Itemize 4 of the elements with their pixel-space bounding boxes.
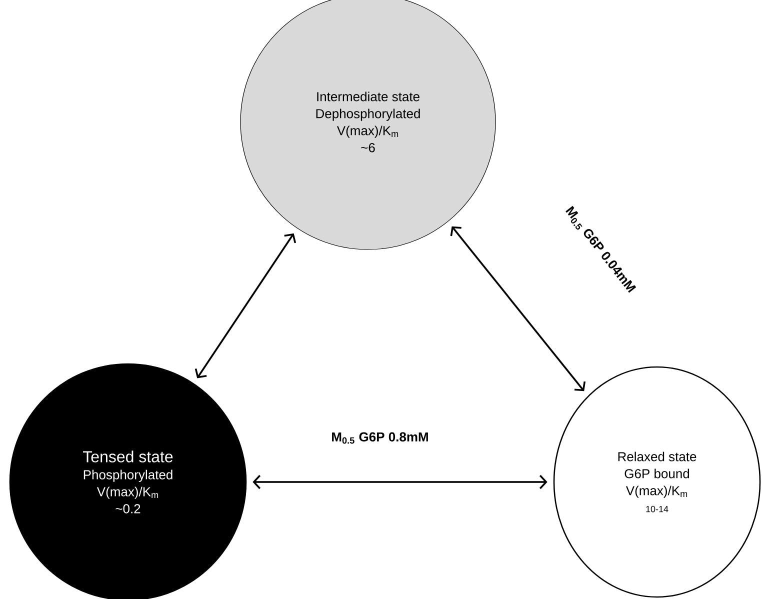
double-arrow [450, 226, 586, 392]
edge-label: M$_{0.5}$ G6P 0.8mM [332, 432, 428, 444]
double-arrow [252, 474, 548, 490]
double-arrow [194, 233, 296, 378]
